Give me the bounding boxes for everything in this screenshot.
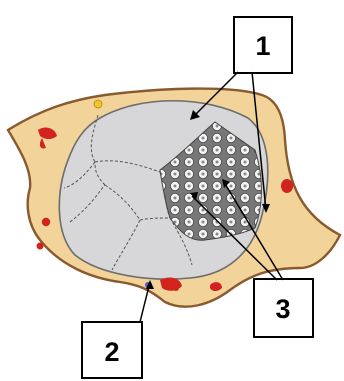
label-2-text: 2 [104, 337, 119, 367]
label-1-text: 1 [255, 31, 270, 61]
label-3-text: 3 [275, 294, 290, 324]
yellow-dot [94, 100, 102, 108]
